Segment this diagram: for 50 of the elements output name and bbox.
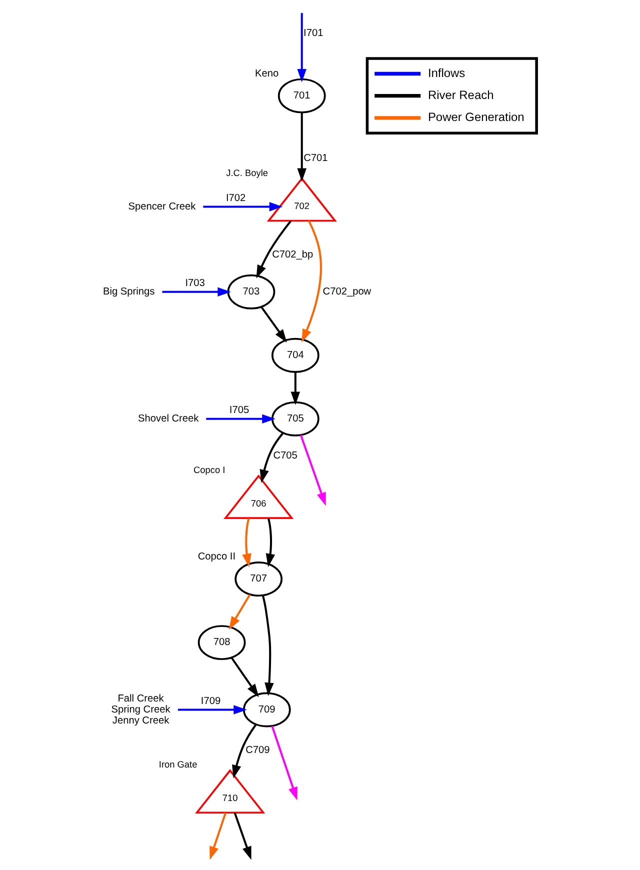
edge-label: I705: [228, 405, 249, 416]
arrow: [296, 112, 306, 182]
arrow: [265, 518, 274, 568]
node-ellipse: 704: [270, 338, 319, 373]
arrow: [242, 518, 251, 568]
arrow: [261, 595, 274, 696]
arrow: [270, 726, 297, 800]
legend-label: Power Generation: [427, 110, 524, 124]
edge-label: C702_bp: [272, 250, 313, 261]
arrow: [259, 432, 284, 483]
node-ellipse: 709: [242, 692, 290, 728]
arrow: [299, 434, 326, 506]
edge-label: I702: [225, 193, 246, 204]
node-ellipse: 707: [234, 562, 282, 597]
arrow: [232, 724, 256, 778]
node-ellipse: 708: [197, 625, 246, 660]
node-text: Fall Creek Spring Creek Jenny Creek: [110, 693, 170, 726]
arrow: [290, 372, 300, 405]
edge-label: C705: [272, 450, 297, 462]
arrow: [296, 13, 306, 82]
edge-label: C702_pow: [322, 286, 371, 298]
legend-label: River Reach: [427, 88, 494, 102]
node-ellipse: 705: [270, 401, 319, 436]
node-text: Big Springs: [102, 286, 154, 298]
arrow: [206, 414, 275, 424]
arrow: [228, 594, 250, 630]
arrow: [230, 657, 258, 698]
arrow: [233, 812, 251, 860]
arrow: [260, 306, 286, 343]
edge-label: I701: [303, 28, 323, 39]
arrow: [256, 220, 291, 278]
node-ellipse: 701: [277, 78, 326, 114]
node-label: Keno: [254, 68, 278, 80]
edge-label: I703: [184, 278, 204, 290]
node-text: Spencer Creek: [128, 201, 196, 212]
node-label: Copco I: [193, 465, 225, 476]
node-text: Shovel Creek: [138, 413, 198, 424]
edge-label: C709: [245, 744, 270, 756]
edge-label: I709: [200, 696, 220, 708]
node-label: Iron Gate: [158, 760, 197, 770]
arrow: [301, 220, 322, 342]
arrow: [162, 287, 230, 297]
edge-label: C701: [303, 152, 328, 164]
arrow: [202, 202, 282, 212]
node-label: Copco II: [197, 552, 236, 563]
arrow: [209, 812, 226, 860]
arrow: [177, 705, 246, 714]
node-ellipse: 703: [226, 274, 275, 310]
node-label: J.C. Boyle: [226, 168, 268, 178]
legend-label: Inflows: [427, 66, 465, 80]
